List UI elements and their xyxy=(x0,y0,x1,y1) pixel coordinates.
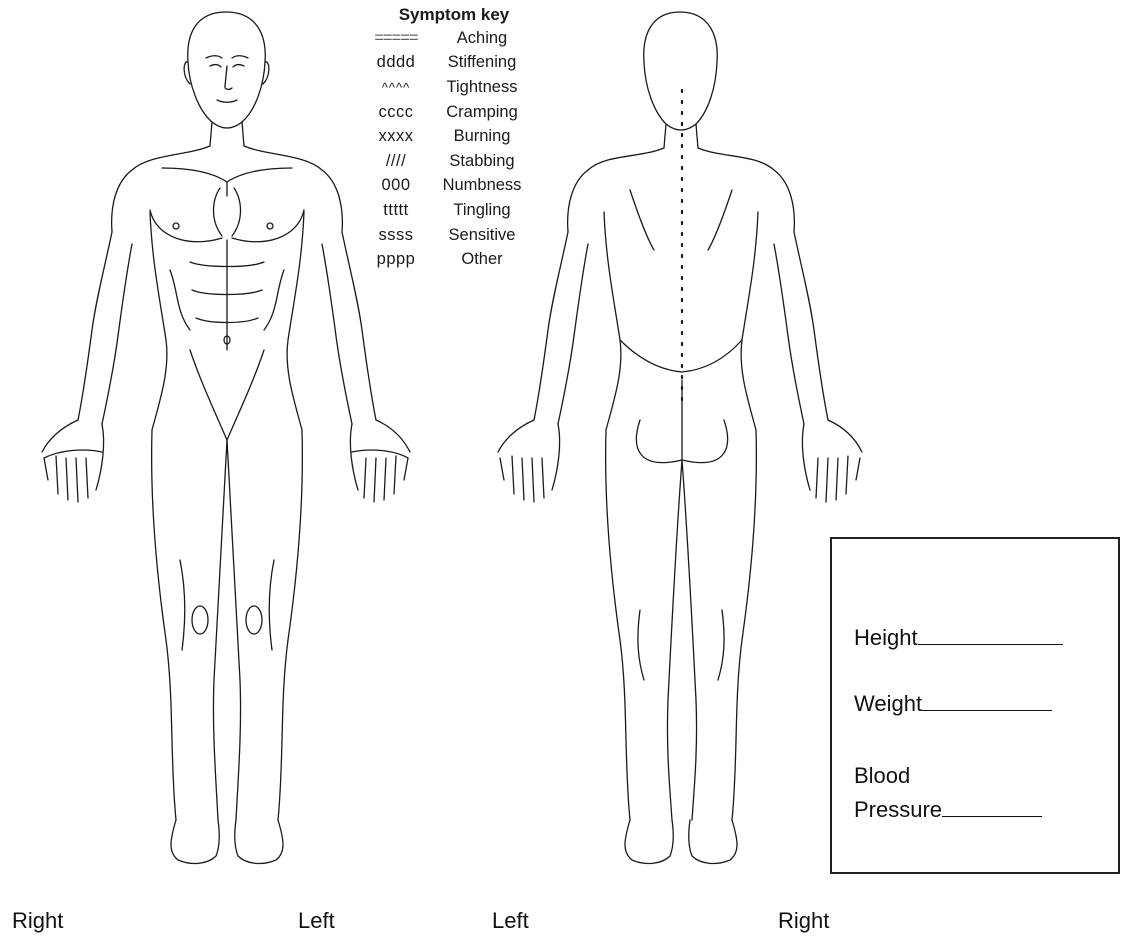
symptom-label: Aching xyxy=(432,29,532,48)
front-left-label: Left xyxy=(298,908,335,934)
front-right-label: Right xyxy=(12,908,63,934)
back-right-label: Right xyxy=(778,908,829,934)
symptom-label: Stiffening xyxy=(432,53,532,72)
symptom-label: Numbness xyxy=(432,176,532,195)
symptom-code: cccc xyxy=(360,103,432,122)
symptom-key-row: ssss Sensitive xyxy=(360,223,540,248)
pressure-label: Pressure xyxy=(854,797,942,822)
blood-label: Blood xyxy=(854,759,1042,793)
symptom-key-row: //// Stabbing xyxy=(360,149,540,174)
symptom-code: ttttt xyxy=(360,201,432,220)
symptom-key-row: xxxx Burning xyxy=(360,124,540,149)
vitals-box: Height Weight Blood Pressure xyxy=(830,537,1120,874)
height-field[interactable]: Height xyxy=(854,621,1063,655)
weight-blank-line xyxy=(922,690,1052,711)
symptom-code: xxxx xyxy=(360,127,432,146)
symptom-key-title: Symptom key xyxy=(368,4,540,26)
symptom-label: Stabbing xyxy=(432,152,532,171)
symptom-key: Symptom key ===== Aching dddd Stiffening… xyxy=(360,4,540,272)
symptom-key-row: ^^^^ Tightness xyxy=(360,75,540,100)
symptom-label: Other xyxy=(432,250,532,269)
symptom-label: Tightness xyxy=(432,78,532,97)
symptom-key-row: ===== Aching xyxy=(360,26,540,51)
symptom-key-row: dddd Stiffening xyxy=(360,51,540,76)
symptom-code: ^^^^ xyxy=(360,80,432,95)
symptom-code: ===== xyxy=(360,29,432,48)
height-label: Height xyxy=(854,625,918,650)
blood-pressure-field[interactable]: Blood Pressure xyxy=(854,759,1042,827)
symptom-key-row: 000 Numbness xyxy=(360,174,540,199)
symptom-label: Tingling xyxy=(432,201,532,220)
symptom-code: ssss xyxy=(360,226,432,245)
symptom-key-row: pppp Other xyxy=(360,247,540,272)
symptom-key-row: ttttt Tingling xyxy=(360,198,540,223)
weight-label: Weight xyxy=(854,691,922,716)
symptom-label: Sensitive xyxy=(432,226,532,245)
symptom-label: Cramping xyxy=(432,103,532,122)
blood-pressure-blank-line xyxy=(942,796,1042,817)
symptom-code: 000 xyxy=(360,176,432,195)
symptom-label: Burning xyxy=(432,127,532,146)
symptom-code: //// xyxy=(360,152,432,171)
symptom-code: dddd xyxy=(360,53,432,72)
symptom-key-row: cccc Cramping xyxy=(360,100,540,125)
symptom-code: pppp xyxy=(360,250,432,269)
height-blank-line xyxy=(918,624,1063,645)
back-left-label: Left xyxy=(492,908,529,934)
weight-field[interactable]: Weight xyxy=(854,687,1052,721)
